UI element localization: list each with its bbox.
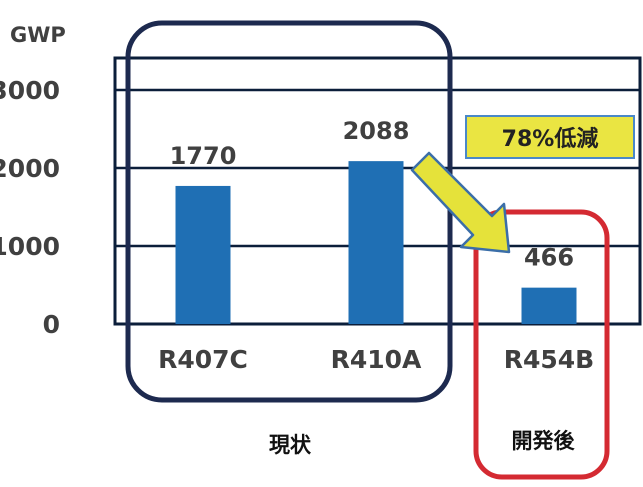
value-label: 466	[524, 244, 574, 272]
category-labels: R407C R410A R454B	[158, 345, 594, 374]
bars	[175, 161, 577, 324]
group-label-current: 現状	[269, 433, 312, 457]
after-group-box	[473, 209, 610, 480]
bar-r454b	[521, 287, 577, 324]
reduction-annotation: 78%低減	[502, 127, 599, 152]
bar-r407c	[175, 185, 231, 324]
value-labels: 1770 2088 466	[170, 117, 574, 272]
y-tick-labels: 0 1000 2000 3000	[0, 76, 60, 339]
y-axis-label: GWP	[10, 23, 66, 47]
category-label: R407C	[158, 345, 248, 374]
value-label: 2088	[343, 117, 410, 145]
group-label-after: 開発後	[512, 429, 576, 453]
reduction-annotation-box	[465, 115, 635, 159]
value-label: 1770	[170, 142, 237, 170]
y-tick-label: 3000	[0, 76, 60, 105]
y-tick-label: 2000	[0, 154, 60, 183]
category-label: R410A	[331, 345, 422, 374]
reduction-arrow	[410, 151, 511, 254]
bar-r410a	[348, 161, 404, 324]
y-tick-label: 1000	[0, 232, 60, 261]
category-label: R454B	[504, 345, 595, 374]
y-tick-label: 0	[43, 310, 60, 339]
